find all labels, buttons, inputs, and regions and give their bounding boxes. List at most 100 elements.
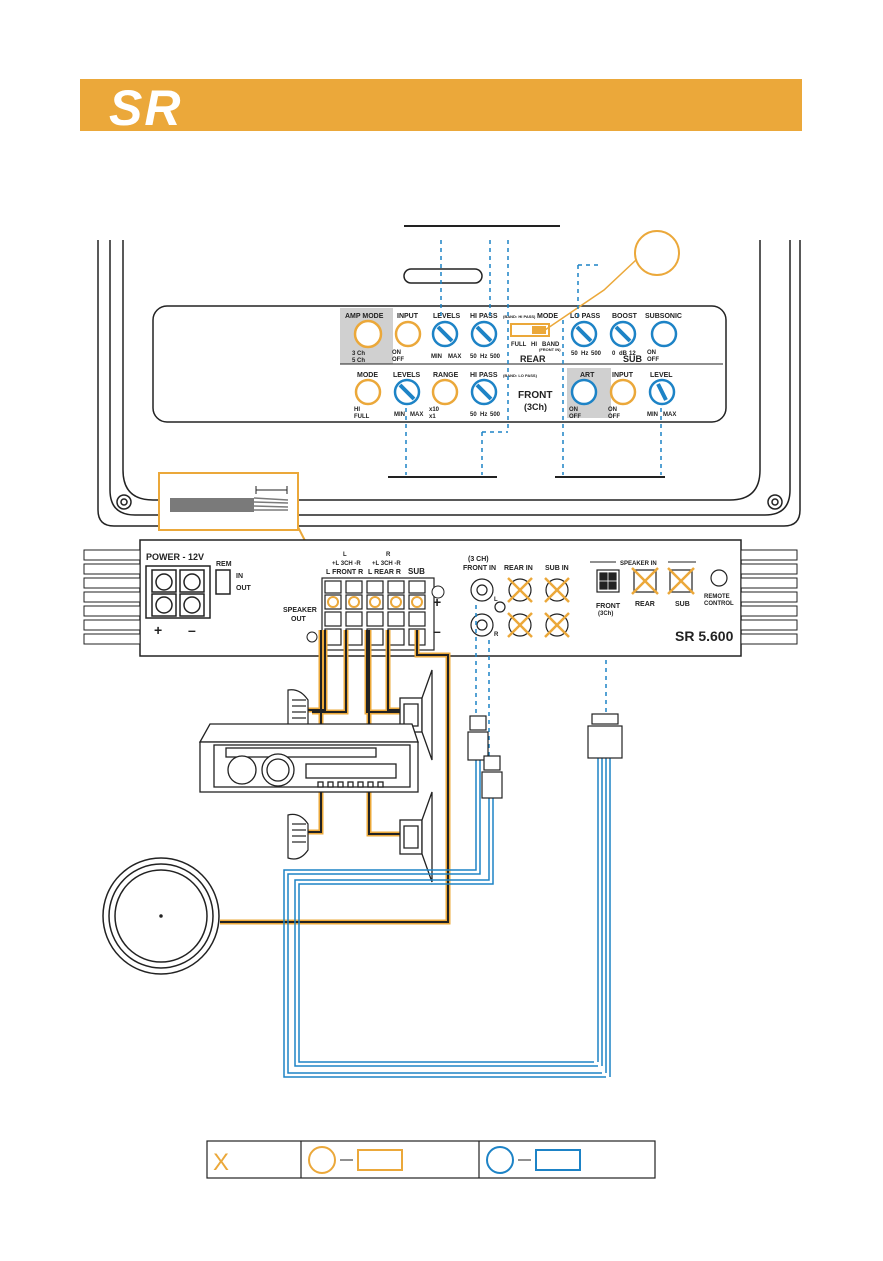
- front-mode-knob[interactable]: [354, 378, 382, 406]
- bracket-l-label: L: [343, 552, 347, 558]
- bracket-r-label: R: [386, 552, 391, 558]
- block-minus: –: [433, 623, 441, 639]
- range-label: RANGE: [433, 372, 459, 379]
- rear-hipass-500: 500: [490, 354, 501, 360]
- front-hipass-500: 500: [490, 412, 501, 418]
- block-plus: +: [433, 594, 441, 610]
- power-minus: –: [188, 622, 196, 638]
- amp-mode-5ch: 5 Ch: [352, 358, 365, 364]
- rear-hipass-hz: Hz: [480, 354, 487, 360]
- speaker-out-label-2: OUT: [291, 616, 307, 623]
- rca-plugs: [467, 713, 623, 799]
- power-label: POWER - 12V: [146, 552, 204, 562]
- sub-level-max: MAX: [663, 412, 676, 418]
- rear-mode-band: BAND: [542, 342, 560, 348]
- rear-hipass-note: (BAND: HI PASS): [503, 314, 536, 319]
- subsonic-knob[interactable]: [650, 320, 678, 348]
- panel-screw-mid: [431, 585, 445, 599]
- art-knob[interactable]: [570, 378, 598, 406]
- rca-cables: [283, 605, 611, 1078]
- boost-label: BOOST: [612, 313, 638, 320]
- wire-insulation: [170, 498, 254, 512]
- subsonic-off: OFF: [647, 357, 659, 363]
- front-hipass-hz: Hz: [480, 412, 487, 418]
- amp-outline: [97, 240, 801, 527]
- legend-blue-rect: [535, 1149, 581, 1171]
- rear-group-label: +L 3CH -R: [372, 561, 401, 567]
- sub-input-label: INPUT: [612, 372, 634, 379]
- sub-section-label: SUB: [623, 354, 643, 364]
- rear-mode-full: FULL: [511, 342, 527, 348]
- power-terminal: [145, 565, 211, 619]
- rear-levels-max: MAX: [448, 354, 461, 360]
- rear-input-off: OFF: [392, 357, 404, 363]
- sub-input-on: ON: [608, 407, 617, 413]
- sub-out-label: SUB: [408, 567, 425, 576]
- rear-in-label: REAR IN: [504, 565, 533, 572]
- rear-mode-note: (FRONT IN): [539, 347, 561, 352]
- lopass-label: LO PASS: [570, 313, 601, 320]
- subsonic-on: ON: [647, 350, 656, 356]
- rca-front-title: (3 CH): [468, 556, 489, 563]
- callout-leader: [544, 259, 637, 331]
- front-levels-label: LEVELS: [393, 372, 421, 379]
- front-levels-max: MAX: [410, 412, 423, 418]
- rear-input-label: INPUT: [397, 313, 419, 320]
- lopass-hz: Hz: [581, 351, 588, 357]
- front-hipass-50: 50: [470, 412, 477, 418]
- rem-out-label: OUT: [236, 585, 252, 592]
- legend-orange-rect: [357, 1149, 403, 1171]
- head-unit: [198, 723, 419, 793]
- art-off: OFF: [569, 414, 581, 420]
- power-plus: +: [154, 622, 162, 638]
- header-logo: SR: [109, 80, 182, 136]
- legend-x-mark: X: [213, 1149, 229, 1176]
- amp-mode-3ch: 3 Ch: [352, 351, 365, 357]
- control-panel: AMP MODE 3 Ch 5 Ch INPUT ON OFF LEVELS M…: [340, 308, 723, 420]
- front-levels-min: MIN: [394, 412, 405, 418]
- rear-input-on: ON: [392, 350, 401, 356]
- guide-lines: [405, 240, 662, 475]
- legend-blue-circle: [486, 1146, 514, 1174]
- rem-in-label: IN: [236, 573, 243, 580]
- rem-terminal: [215, 569, 231, 595]
- remote-label-2: CONTROL: [704, 601, 734, 607]
- sub-in-label: SUB IN: [545, 565, 569, 572]
- front-mode-label: MODE: [357, 372, 378, 379]
- header-banner: [80, 79, 802, 131]
- speaker-in-front-sub: (3Ch): [598, 611, 613, 617]
- range-x1: x1: [429, 414, 436, 420]
- front-lr-label: L FRONT R: [326, 569, 363, 576]
- rca-front-label: FRONT IN: [463, 565, 496, 572]
- sub-level-label: LEVEL: [650, 372, 673, 379]
- rear-section-label: REAR: [520, 354, 546, 364]
- speaker-in-front-label: FRONT: [596, 603, 621, 610]
- sub-input-knob[interactable]: [609, 378, 637, 406]
- front-hipass-label: HI PASS: [470, 372, 498, 379]
- rear-input-knob[interactable]: [394, 320, 422, 348]
- boost-db: dB: [619, 351, 628, 357]
- rca-r-label: R: [494, 632, 499, 638]
- model-label: SR 5.600: [675, 628, 734, 644]
- remote-jack: [710, 569, 728, 587]
- lopass-50: 50: [571, 351, 578, 357]
- rear-levels-label: LEVELS: [433, 313, 461, 320]
- remote-label-1: REMOTE: [704, 594, 730, 600]
- callout-circle: [634, 230, 680, 276]
- front-mode-hi: HI: [354, 407, 360, 413]
- sub-input-off: OFF: [608, 414, 620, 420]
- art-label: ART: [580, 372, 595, 379]
- boost-12: 12: [629, 351, 636, 357]
- range-knob[interactable]: [431, 378, 459, 406]
- speaker-in-sub-label: SUB: [675, 601, 690, 608]
- amp-mode-knob[interactable]: [353, 319, 383, 349]
- rem-label: REM: [216, 561, 232, 568]
- speaker-in-rear-label: REAR: [635, 601, 655, 608]
- panel-screw-left: [306, 631, 318, 643]
- wire-strands: [253, 497, 289, 511]
- rear-hipass-label: HI PASS: [470, 313, 498, 320]
- art-on: ON: [569, 407, 578, 413]
- range-x10: x10: [429, 407, 440, 413]
- boost-0: 0: [612, 351, 616, 357]
